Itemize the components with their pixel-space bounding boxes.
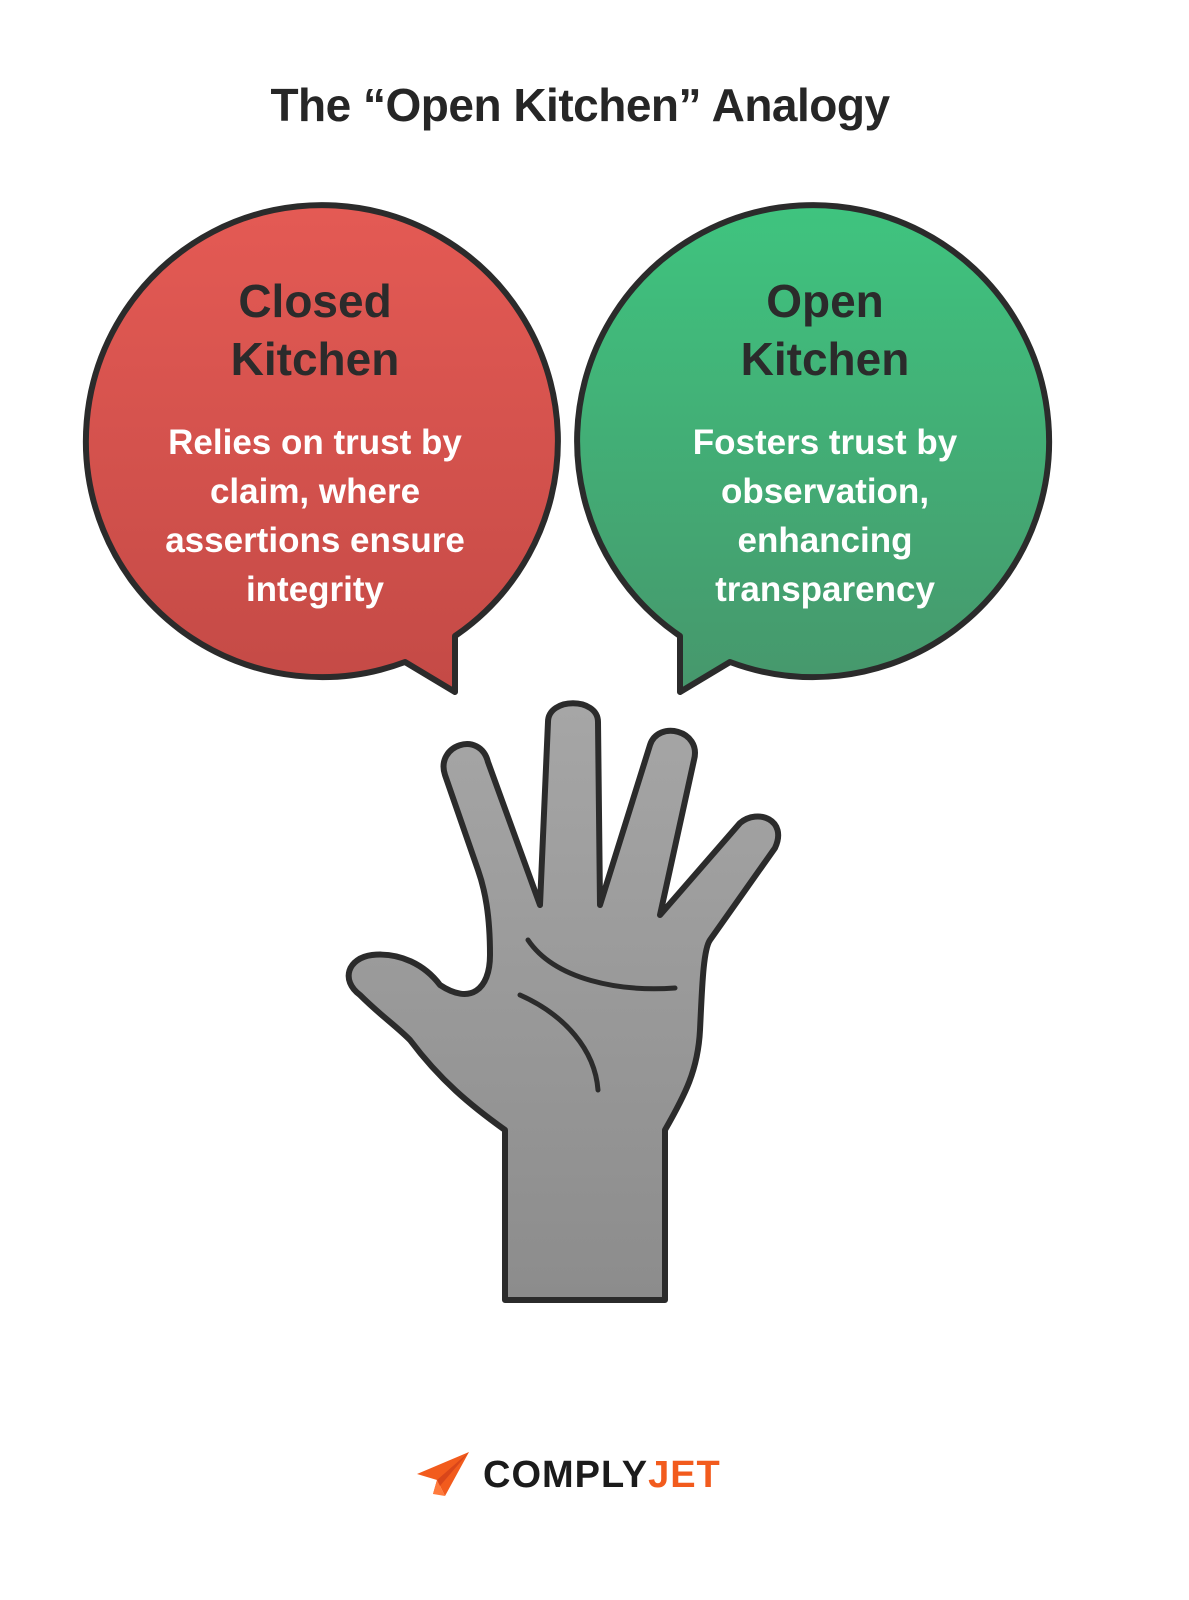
open-kitchen-bubble [574, 202, 1053, 695]
open-kitchen-heading: Open Kitchen [640, 272, 1010, 388]
closed-kitchen-bubble [82, 202, 561, 695]
open-body-line: enhancing [737, 521, 913, 560]
closed-kitchen-text: Closed Kitchen Relies on trust by claim,… [130, 272, 500, 614]
open-body-line: Fosters trust by [692, 423, 958, 462]
raised-hand-icon [345, 700, 782, 1303]
open-kitchen-description: Fosters trust by observation, enhancing … [640, 418, 1010, 614]
open-heading-line2: Kitchen [740, 333, 910, 385]
paper-plane-icon [417, 1452, 469, 1496]
open-body-line: transparency [715, 570, 935, 609]
page-title: The “Open Kitchen” Analogy [270, 79, 890, 131]
logo-word-comply: COMPLY [483, 1453, 649, 1496]
open-body-line: observation, [720, 472, 930, 511]
open-kitchen-text: Open Kitchen Fosters trust by observatio… [640, 272, 1010, 614]
logo-word-jet: JET [648, 1453, 721, 1496]
closed-kitchen-description: Relies on trust by claim, where assertio… [130, 418, 500, 614]
closed-heading-line1: Closed [238, 275, 392, 327]
closed-body-line: Relies on trust by [168, 423, 462, 462]
open-heading-line1: Open [766, 275, 884, 327]
closed-body-line: claim, where [209, 472, 421, 511]
closed-body-line: integrity [245, 570, 385, 609]
closed-heading-line2: Kitchen [230, 333, 400, 385]
closed-kitchen-heading: Closed Kitchen [130, 272, 500, 388]
closed-body-line: assertions ensure [165, 521, 465, 560]
